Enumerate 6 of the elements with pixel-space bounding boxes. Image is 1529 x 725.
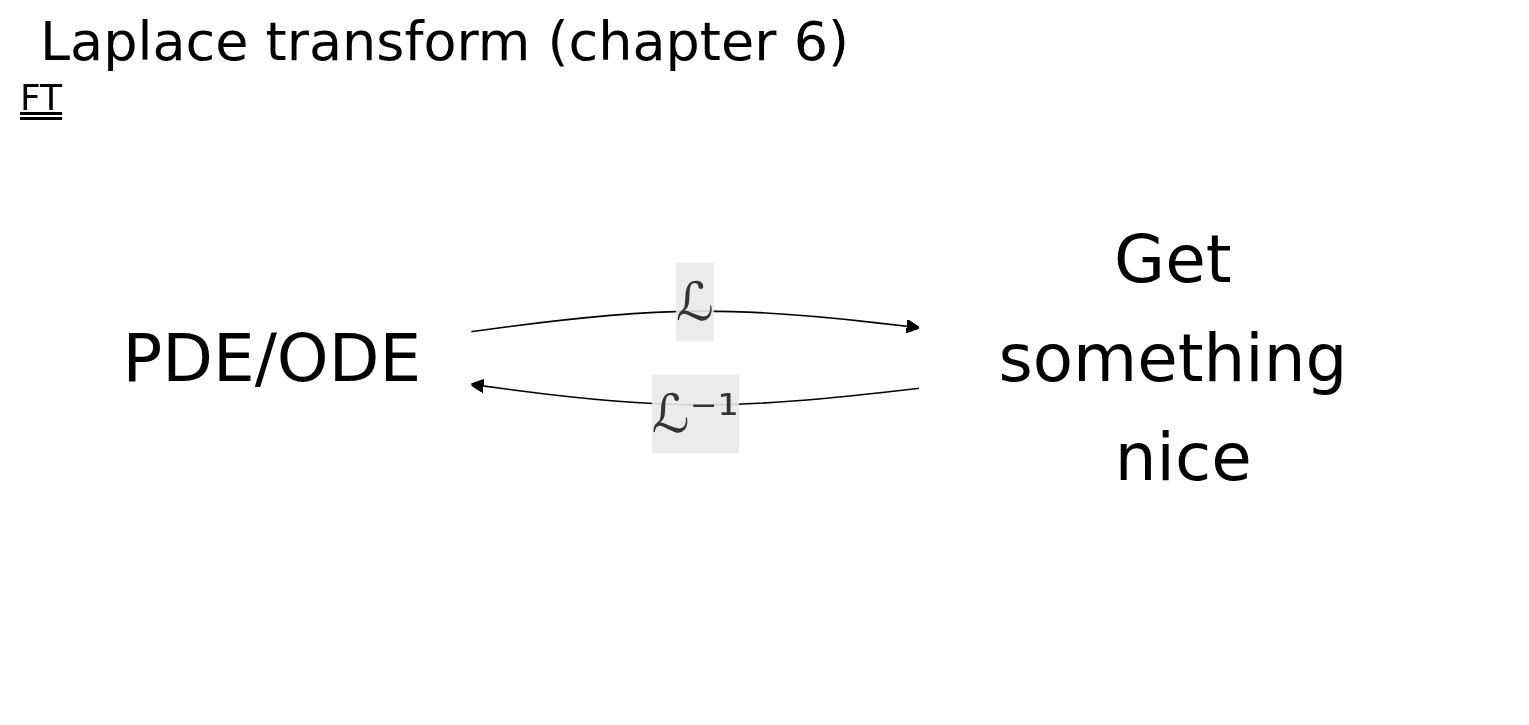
edge-label: ℒ <box>675 270 714 334</box>
edge-label: ℒ⁻¹ <box>651 382 739 446</box>
title: Laplace transform (chapter 6) <box>40 10 851 73</box>
node-text: PDE/ODE <box>122 320 422 396</box>
node-text: Get something nice <box>998 221 1348 495</box>
note-label: FT <box>20 77 63 118</box>
